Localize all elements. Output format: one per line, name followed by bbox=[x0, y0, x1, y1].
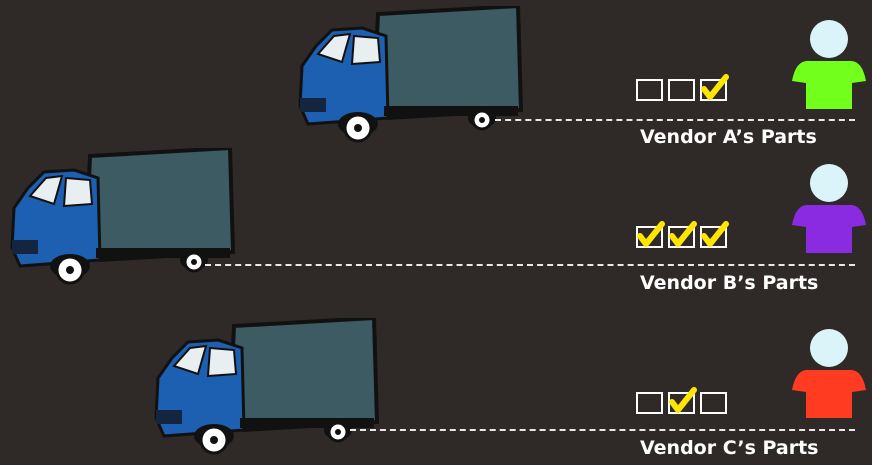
vendor-label: Vendor B’s Parts bbox=[640, 272, 818, 294]
checkmark-icon bbox=[670, 222, 698, 248]
checkbox-icon bbox=[636, 226, 663, 248]
truck-icon bbox=[8, 148, 238, 290]
person-icon bbox=[790, 163, 870, 255]
person-icon bbox=[790, 328, 870, 420]
person-icon bbox=[790, 19, 870, 111]
checkbox-icon bbox=[636, 392, 663, 414]
checkbox-icon bbox=[668, 226, 695, 248]
truck-icon bbox=[152, 318, 382, 460]
checkbox-icon bbox=[668, 79, 695, 101]
checkbox-icon bbox=[700, 226, 727, 248]
route-line bbox=[350, 429, 855, 431]
checkbox-icon bbox=[636, 79, 663, 101]
checkbox-icon bbox=[668, 392, 695, 414]
route-line bbox=[205, 264, 855, 266]
checkbox-icon bbox=[700, 79, 727, 101]
checkbox-row bbox=[636, 226, 727, 248]
checkbox-icon bbox=[700, 392, 727, 414]
checkbox-row bbox=[636, 79, 727, 101]
checkmark-icon bbox=[670, 388, 698, 414]
vendor-label: Vendor A’s Parts bbox=[640, 126, 817, 148]
vendor-label: Vendor C’s Parts bbox=[640, 437, 819, 459]
checkmark-icon bbox=[702, 75, 730, 101]
checkbox-row bbox=[636, 392, 727, 414]
route-line bbox=[495, 119, 855, 121]
checkmark-icon bbox=[702, 222, 730, 248]
truck-icon bbox=[296, 6, 526, 148]
checkmark-icon bbox=[638, 222, 666, 248]
